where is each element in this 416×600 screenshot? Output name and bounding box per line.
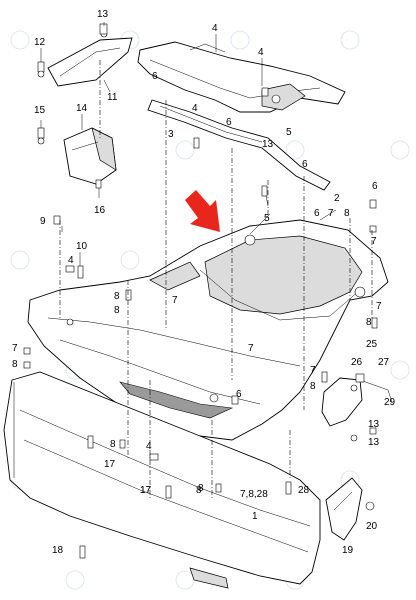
bumper-cover (3, 371, 321, 589)
leader-lines (40, 22, 337, 266)
callout-8: 8 (344, 208, 350, 219)
callout-6: 6 (152, 71, 158, 82)
callout-6: 6 (372, 181, 378, 192)
callout-6: 6 (236, 389, 242, 400)
callout-8: 8 (310, 381, 316, 392)
callout-5: 5 (286, 127, 292, 138)
callout-4: 4 (258, 47, 264, 58)
callout-6: 6 (226, 117, 232, 128)
callout-10: 10 (76, 241, 88, 252)
callout-7: 7 (172, 295, 178, 306)
callout-13: 13 (97, 9, 109, 20)
callout-26: 26 (351, 357, 363, 368)
callout-8: 8 (366, 317, 372, 328)
engine-carrier (137, 41, 346, 113)
callout-18: 18 (52, 545, 64, 556)
bracket-11 (47, 23, 133, 87)
callout-13: 13 (262, 139, 274, 150)
callout-7: 7 (12, 343, 18, 354)
callout-4: 4 (212, 23, 218, 34)
callout-14: 14 (76, 103, 88, 114)
callout-8: 8 (198, 483, 204, 494)
bracket-14 (63, 127, 117, 185)
assembly-lines (59, 60, 373, 500)
callout-8: 8 (114, 291, 120, 302)
underbody-shield (27, 219, 389, 441)
callout-5: 5 (264, 213, 270, 224)
callout-12: 12 (34, 37, 46, 48)
fasteners (23, 61, 378, 559)
callout-4: 4 (146, 441, 152, 452)
callout-4: 4 (192, 103, 198, 114)
callout-16: 16 (94, 205, 106, 216)
heat-shield-bracket (147, 99, 331, 191)
callout-2: 2 (334, 193, 340, 204)
callout-13: 13 (368, 419, 380, 430)
callout-8: 8 (110, 439, 116, 450)
callout-15: 15 (34, 105, 46, 116)
side-bracket-19 (325, 477, 375, 541)
callout-8: 8 (12, 359, 18, 370)
callout-17: 17 (140, 485, 152, 496)
callout-7: 7 (328, 208, 334, 219)
callout-8: 8 (114, 305, 120, 316)
callout-9: 9 (40, 216, 46, 227)
callout-17: 17 (104, 459, 116, 470)
callout-7: 7 (310, 365, 316, 376)
callout-7-8-28: 7,8,28 (240, 489, 268, 500)
callout-7: 7 (248, 343, 254, 354)
callout-17: 17 (140, 485, 152, 496)
side-bracket-29 (321, 377, 393, 442)
callout-28: 28 (298, 485, 310, 496)
callout-8: 8 (196, 485, 202, 496)
callout-1: 1 (252, 511, 258, 522)
callout-25: 25 (366, 339, 378, 350)
callout-6: 6 (302, 159, 308, 170)
callout-6: 6 (314, 208, 320, 219)
callout-27: 27 (378, 357, 390, 368)
callout-7: 7 (376, 301, 382, 312)
callout-20: 20 (366, 521, 378, 532)
callout-4: 4 (68, 255, 74, 266)
callout-19: 19 (342, 545, 354, 556)
callout-3: 3 (168, 129, 174, 140)
red-pointer-arrow-icon (185, 190, 220, 232)
callout-11: 11 (107, 92, 118, 103)
callout-13: 13 (368, 437, 380, 448)
callout-29: 29 (384, 397, 396, 408)
callout-7: 7 (371, 236, 377, 247)
